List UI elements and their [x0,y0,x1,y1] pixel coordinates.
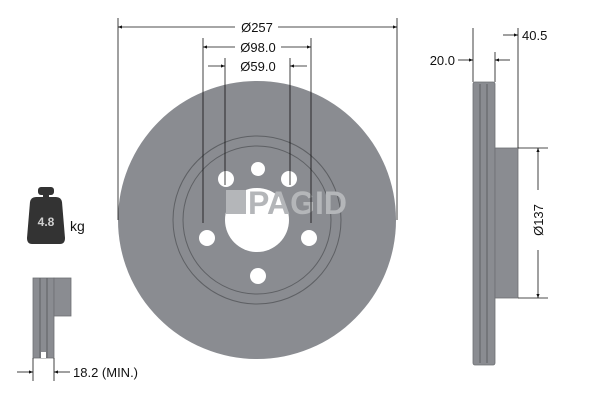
min-thickness-dimension [17,358,70,381]
bolt-circle-label: Ø98.0 [240,40,275,55]
bolt-hole [199,230,215,246]
front-dimension-lines [117,18,398,223]
pagid-logo: PAGID [248,185,347,221]
disc-front-view: PAGID [118,81,396,359]
disc-side-view [472,81,519,366]
disc-thickness-label: 20.0 [430,53,455,68]
center-bore-label: Ø59.0 [240,59,275,74]
weight-icon [27,187,65,244]
min-thickness-label: 18.2 (MIN.) [73,365,138,380]
hat-inner-ring [182,145,332,295]
outer-diameter-label: Ø257 [241,20,273,35]
bolt-holes [199,162,317,284]
min-thickness-section [32,277,72,359]
total-height-label: 40.5 [522,28,547,43]
bolt-hole [250,268,266,284]
bolt-hole [281,171,297,187]
weight-value: 4.8 [38,215,55,229]
bolt-hole [301,230,317,246]
bolt-hole [251,162,265,176]
bolt-hole [218,171,234,187]
weight-unit: kg [70,218,85,234]
hat-outer-ring [172,135,342,305]
hat-diameter-label: Ø137 [531,204,546,236]
side-dimension-lines [458,28,548,299]
pagid-logo-mark [226,190,246,214]
